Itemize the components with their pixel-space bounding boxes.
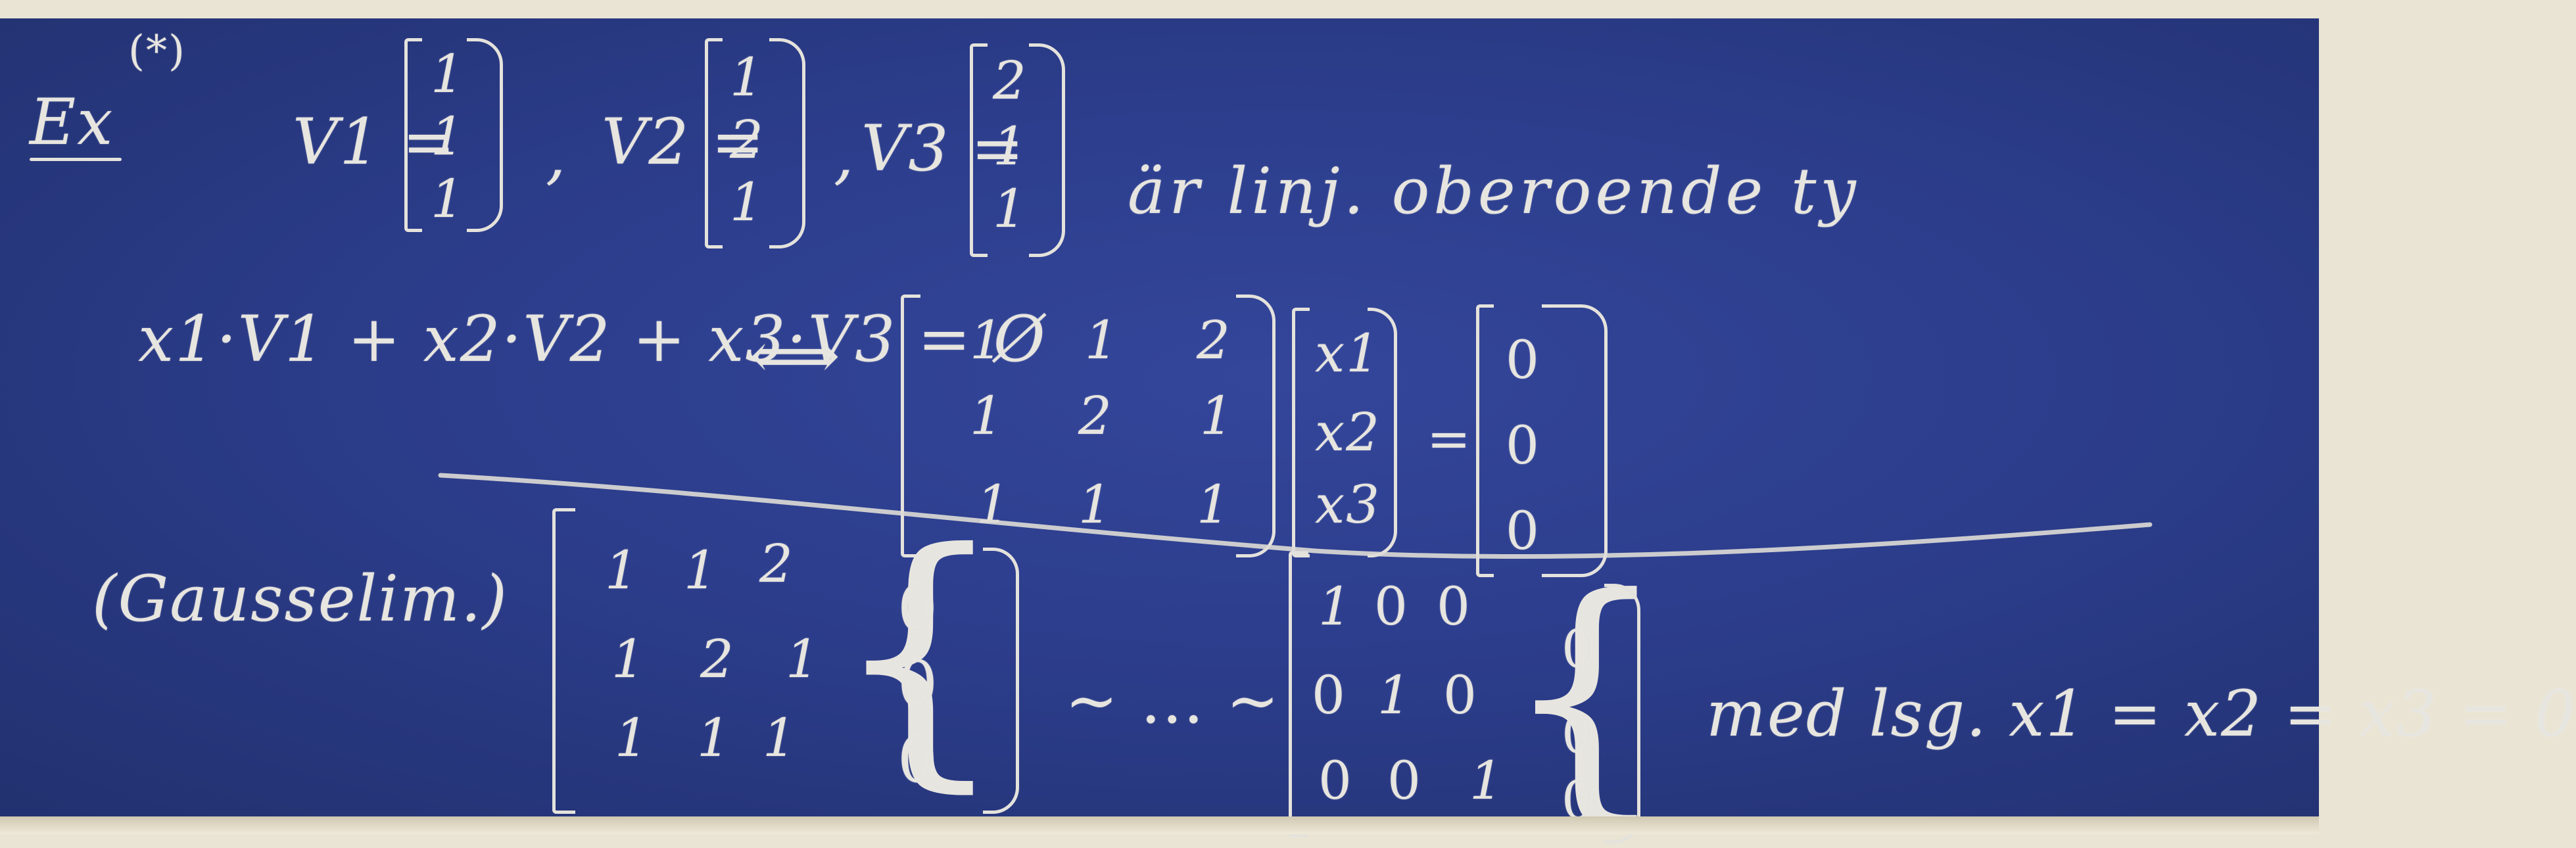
aug-right-entry: 0: [1318, 750, 1353, 811]
v1-entry: 1: [431, 106, 465, 167]
aug-right-entry: 1: [1469, 750, 1504, 811]
coeff-entry: 1: [970, 310, 1005, 371]
equivalence-arrow: ⟺: [750, 319, 842, 392]
linear-combination: x1·V1 + x2·V2 + x3·V3 = Ø: [138, 302, 1047, 376]
coeff-entry: 1: [970, 385, 1005, 446]
aug-right-entry: 0: [1374, 576, 1409, 637]
zero-vector-bracket-right: [1542, 304, 1608, 577]
aug-left-entry: 1: [615, 707, 650, 768]
v3-entry: 1: [993, 116, 1028, 177]
coeff-entry: 1: [1085, 310, 1120, 371]
unknown-entry: x1: [1315, 323, 1381, 384]
unknown-entry: x3: [1315, 474, 1381, 535]
v1-label: V1 =: [293, 105, 457, 179]
v2-bracket-right: [769, 38, 805, 248]
coeff-matrix-bracket-right: [1236, 294, 1276, 557]
aug-right-rhs-entry: 0: [1562, 704, 1596, 765]
aug-right-entry: 1: [1377, 665, 1412, 726]
aug-left-entry: 1: [684, 540, 719, 601]
gauss-label: (Gausselim.): [92, 562, 508, 636]
v1-entry: 1: [431, 168, 465, 229]
aug-left-entry: 1: [611, 628, 646, 690]
aug-left-entry: 2: [759, 533, 794, 594]
comma: ,: [546, 118, 567, 192]
v2-label: V2 =: [602, 105, 766, 179]
aug-left-rhs-entry: 0: [897, 648, 940, 721]
aug-right-bracket-right: [1604, 584, 1640, 843]
v3-bracket-right: [1029, 43, 1065, 257]
aug-left-rhs-entry: 0: [897, 572, 940, 646]
aug-left-entry: 1: [697, 707, 732, 768]
v2-bracket-left: [705, 38, 723, 248]
unknowns-bracket-left: [1292, 308, 1310, 557]
aug-right-entry: 1: [1318, 576, 1353, 637]
aug-right-bracket-left: [1289, 551, 1308, 837]
aug-right-entry: 0: [1312, 665, 1347, 726]
chalk-divider-line: [438, 473, 2153, 559]
v3-entry: 2: [993, 50, 1028, 111]
aug-left-entry: 1: [605, 540, 640, 601]
aug-left-bracket-left: [552, 508, 575, 814]
aug-left-rhs-entry: 0: [897, 723, 940, 797]
coeff-entry: 2: [1078, 385, 1113, 446]
aug-left-entry: 1: [763, 707, 798, 768]
v3-label: V3 =: [861, 112, 1026, 185]
aug-right-entry: 0: [1443, 665, 1478, 726]
coeff-entry: 2: [1197, 310, 1231, 371]
v2-entry: 1: [730, 172, 765, 233]
zero-entry: 0: [1506, 500, 1540, 561]
example-underline: [30, 158, 122, 161]
aug-left-entry: 2: [700, 628, 735, 690]
unknown-entry: x2: [1315, 402, 1381, 463]
v3-entry: 1: [993, 178, 1028, 239]
aug-right-rhs-entry: 0: [1562, 619, 1596, 680]
comma: ,: [834, 118, 855, 192]
example-star: (*): [128, 27, 186, 76]
coeff-matrix-bracket-left: [901, 294, 920, 557]
coeff-entry: 1: [1197, 474, 1231, 535]
board-frame: [0, 816, 2319, 834]
v1-bracket-left: [404, 38, 422, 232]
v2-entry: 1: [730, 47, 765, 108]
equals-sign: =: [1427, 408, 1473, 469]
aug-right-entry: 0: [1437, 576, 1471, 637]
aug-left-bracket-right: [983, 548, 1019, 814]
v1-bracket-right: [467, 38, 503, 232]
aug-right-entry: 0: [1387, 750, 1422, 811]
aug-left-entry: 1: [786, 628, 821, 690]
zero-entry: 0: [1506, 415, 1540, 476]
coeff-entry: 1: [1078, 474, 1113, 535]
zero-entry: 0: [1506, 329, 1540, 390]
aug-left-brace: {: [832, 494, 1008, 816]
row-equivalent-sign: ~ ... ~: [1065, 664, 1281, 738]
v3-bracket-left: [970, 43, 988, 257]
solution-text: med lsg. x1 = x2 = x3 = 0: [1706, 677, 2576, 751]
zero-vector-bracket-left: [1476, 304, 1494, 577]
chalkboard: Ex (*) V1 = 1 1 1 , V2 = 1 2 1 , V3 = 2 …: [0, 18, 2575, 848]
example-label: Ex: [30, 85, 114, 159]
aug-right-brace: {: [1502, 542, 1670, 848]
v1-entry: 1: [431, 43, 465, 105]
statement-text: är linj. oberoende ty: [1128, 154, 1860, 228]
coeff-entry: 1: [1200, 385, 1235, 446]
v2-entry: 2: [730, 109, 765, 170]
